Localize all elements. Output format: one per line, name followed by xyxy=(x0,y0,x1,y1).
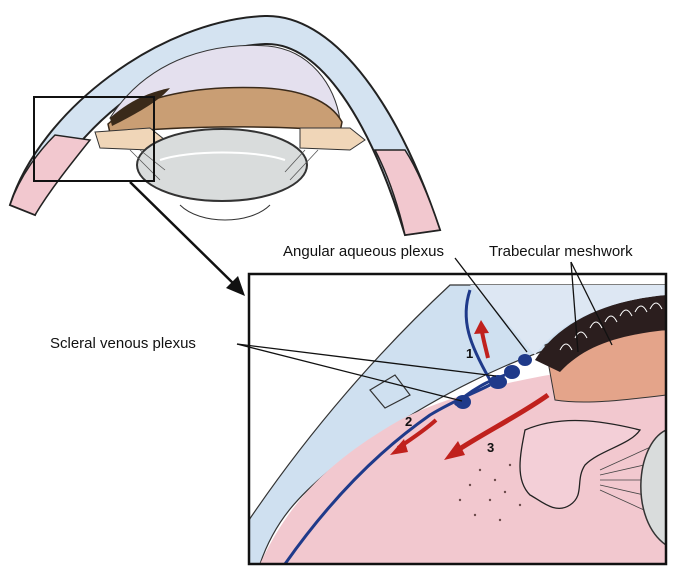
eye-overview xyxy=(8,14,442,237)
label-trabecular-meshwork: Trabecular meshwork xyxy=(489,243,633,260)
lens xyxy=(136,128,308,202)
label-scleral-venous-plexus: Scleral venous plexus xyxy=(50,335,196,352)
flow-arrows xyxy=(390,320,550,460)
detail-panel xyxy=(247,272,668,566)
sclera-pink-left xyxy=(9,134,92,216)
flow-marker-3: 3 xyxy=(487,440,494,455)
leader-lines xyxy=(236,257,613,402)
pink-tissue xyxy=(260,360,666,564)
flow-arrow-2 xyxy=(390,418,438,455)
detail-panel-frame xyxy=(247,272,668,566)
flow-marker-2: 2 xyxy=(405,414,412,429)
ciliary-body-right xyxy=(299,127,366,151)
flow-arrow-1 xyxy=(474,320,490,359)
meshwork-loops xyxy=(559,302,663,351)
vitreous-outline xyxy=(179,204,271,221)
leader-trabecular-2 xyxy=(570,261,613,346)
iris xyxy=(107,86,343,134)
label-angular-aqueous-plexus: Angular aqueous plexus xyxy=(283,243,444,260)
sclera-pink-right xyxy=(373,149,441,236)
ciliary-processes xyxy=(519,419,642,510)
leader-scleral-1 xyxy=(236,343,497,377)
lens-highlight xyxy=(159,151,286,161)
trabecular-meshwork-tissue xyxy=(535,295,666,372)
leader-scleral-2 xyxy=(236,343,463,402)
lens-edge xyxy=(640,429,666,546)
venous-plexus-bulbs xyxy=(455,354,532,409)
scleral-spur xyxy=(369,374,411,409)
leader-trabecular-1 xyxy=(570,261,579,353)
zoom-pointer-arrow xyxy=(129,181,245,296)
leader-angular-aqueous-plexus xyxy=(454,257,528,353)
flow-marker-1: 1 xyxy=(466,346,473,361)
flow-arrow-3 xyxy=(444,392,550,460)
magnified-region-box xyxy=(33,96,155,182)
anterior-chamber-detail xyxy=(470,285,666,355)
